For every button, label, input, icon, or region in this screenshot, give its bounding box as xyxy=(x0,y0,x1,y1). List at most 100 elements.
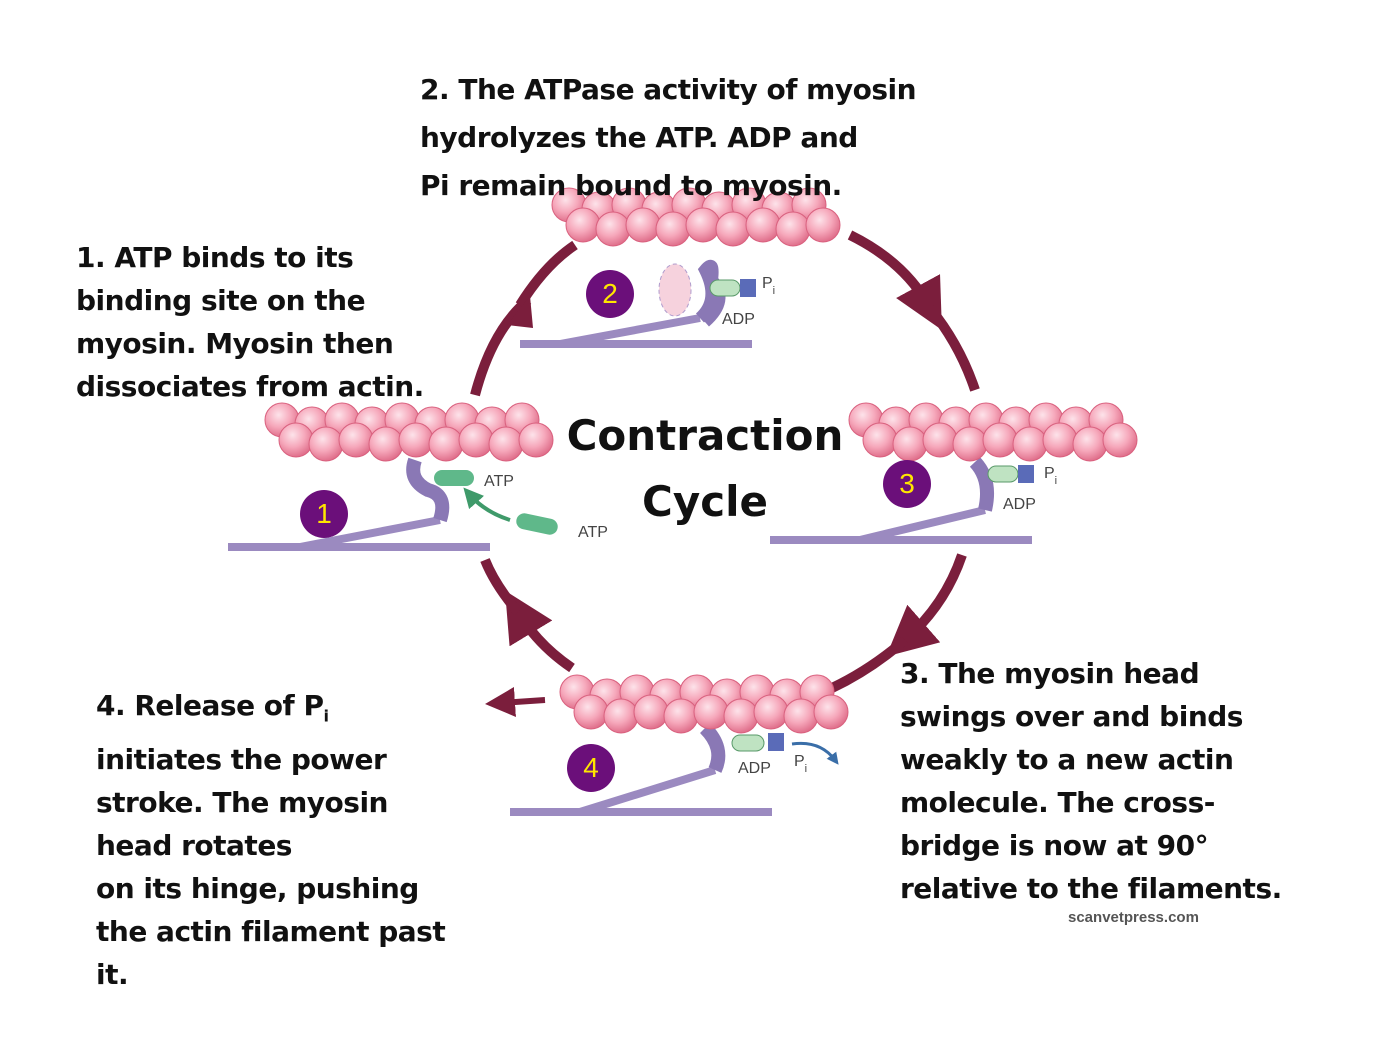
arrow-step1-to-2-tail xyxy=(515,240,578,308)
step-4-line: the actin filament past xyxy=(96,914,446,948)
actin-bead xyxy=(398,422,434,458)
actin-bead xyxy=(1072,426,1108,462)
step-1-line: myosin. Myosin then xyxy=(76,327,394,360)
actin-bead xyxy=(655,211,691,247)
scene-step-4 xyxy=(510,674,849,816)
adp-capsule-2 xyxy=(709,279,741,297)
pi-box-3 xyxy=(1018,465,1034,483)
actin-bead xyxy=(1102,422,1138,458)
step-badge-2: 2 xyxy=(586,270,634,318)
actin-filament-3 xyxy=(848,402,1138,462)
actin-bead xyxy=(723,698,759,734)
actin-bead xyxy=(775,211,811,247)
actin-bead xyxy=(952,426,988,462)
actin-bead xyxy=(862,422,898,458)
diagram-title: Contraction Cycle xyxy=(560,403,850,535)
step-4-caption: 4. Release of Pi initiates the power str… xyxy=(96,684,446,996)
arrow-step2-to-3 xyxy=(847,230,942,330)
actin-bead xyxy=(603,698,639,734)
step-4-line: stroke. The myosin xyxy=(96,785,388,819)
adp-capsule-3 xyxy=(987,465,1019,483)
pi-label-2: Pi xyxy=(762,275,775,297)
adp-capsule-4 xyxy=(731,734,765,752)
step-4-line: on its hinge, pushing xyxy=(96,871,419,905)
myosin-head-3 xyxy=(969,457,994,512)
pi-release-arrow xyxy=(791,741,839,765)
actin-bead xyxy=(633,694,669,730)
pi-box-2 xyxy=(740,279,756,297)
actin-bead xyxy=(1042,422,1078,458)
source-credit: scanvetpress.com xyxy=(1068,909,1199,926)
actin-bead xyxy=(518,422,554,458)
thick-filament-2 xyxy=(520,314,752,348)
actin-bead xyxy=(308,426,344,462)
thick-filament-3 xyxy=(770,506,1032,544)
step-1-line: dissociates from actin. xyxy=(76,370,424,403)
step-4-line: it. xyxy=(96,957,129,991)
thick-filament-1 xyxy=(228,516,490,551)
step-4-line: 4. Release of Pi xyxy=(96,684,445,738)
arrow-step4-to-1 xyxy=(505,590,575,673)
myosin-head-4 xyxy=(699,723,726,773)
step-2-caption: 2. The ATPase activity of myosin hydroly… xyxy=(420,66,917,210)
actin-bead xyxy=(715,211,751,247)
actin-filament-1 xyxy=(264,402,554,462)
actin-filament-4 xyxy=(559,674,849,734)
actin-bead xyxy=(338,422,374,458)
scene-step-1 xyxy=(228,402,558,551)
step-3-line: weakly to a new actin xyxy=(900,743,1234,776)
step-2-line: 2. The ATPase activity of myosin xyxy=(420,73,917,106)
arrow-step3-to-4-tail xyxy=(829,636,909,693)
arrow-step4-to-1-tail xyxy=(480,558,522,616)
actin-bead xyxy=(573,694,609,730)
step-4-line-1-text: 4. Release of P xyxy=(96,689,324,722)
atp-free-1 xyxy=(516,513,558,535)
step-4-line: initiates the power xyxy=(96,742,387,776)
scene-step-3 xyxy=(770,402,1138,544)
myosin-head-prev-2 xyxy=(658,263,692,317)
actin-bead xyxy=(458,422,494,458)
actin-bead xyxy=(625,207,661,243)
atp-label-1b: ATP xyxy=(578,524,608,541)
step-3-line: bridge is now at 90° xyxy=(900,829,1209,862)
atp-label-1a: ATP xyxy=(484,473,514,490)
actin-bead xyxy=(368,426,404,462)
actin-bead xyxy=(805,207,841,243)
step-3-line: 3. The myosin head xyxy=(900,657,1200,690)
actin-bead xyxy=(922,422,958,458)
step-3-caption: 3. The myosin head swings over and binds… xyxy=(900,652,1282,910)
step-2-line: Pi remain bound to myosin. xyxy=(420,169,842,202)
step-2-line: hydrolyzes the ATP. ADP and xyxy=(420,121,858,154)
actin-bead xyxy=(982,422,1018,458)
step-3-line: relative to the filaments. xyxy=(900,872,1282,905)
actin-bead xyxy=(745,207,781,243)
adp-label-3: ADP xyxy=(1003,496,1036,513)
actin-bead xyxy=(813,694,849,730)
arrow-step3-to-4 xyxy=(886,553,967,657)
cycle-arrows xyxy=(470,230,980,717)
arrow-step1-to-2 xyxy=(470,296,532,397)
actin-bead xyxy=(1012,426,1048,462)
step-3-line: swings over and binds xyxy=(900,700,1243,733)
release-arrow xyxy=(485,687,546,717)
actin-bead xyxy=(565,207,601,243)
title-line-1: Contraction xyxy=(566,411,844,460)
actin-bead xyxy=(663,698,699,734)
step-1-line: 1. ATP binds to its xyxy=(76,241,354,274)
step-4-line: head rotates xyxy=(96,828,292,862)
actin-bead xyxy=(685,207,721,243)
step-badge-1: 1 xyxy=(300,490,348,538)
thick-filament-4 xyxy=(510,766,772,816)
scene-step-2 xyxy=(520,187,841,348)
actin-bead xyxy=(783,698,819,734)
actin-bead xyxy=(892,426,928,462)
actin-bead xyxy=(488,426,524,462)
pi-label-4: Pi xyxy=(794,753,807,775)
step-3-line: molecule. The cross- xyxy=(900,786,1215,819)
pi-label-3: Pi xyxy=(1044,465,1057,487)
actin-bead xyxy=(278,422,314,458)
arrowhead-step1-to-2 xyxy=(507,296,533,328)
title-line-2: Cycle xyxy=(642,477,768,526)
myosin-head-1 xyxy=(406,457,450,523)
